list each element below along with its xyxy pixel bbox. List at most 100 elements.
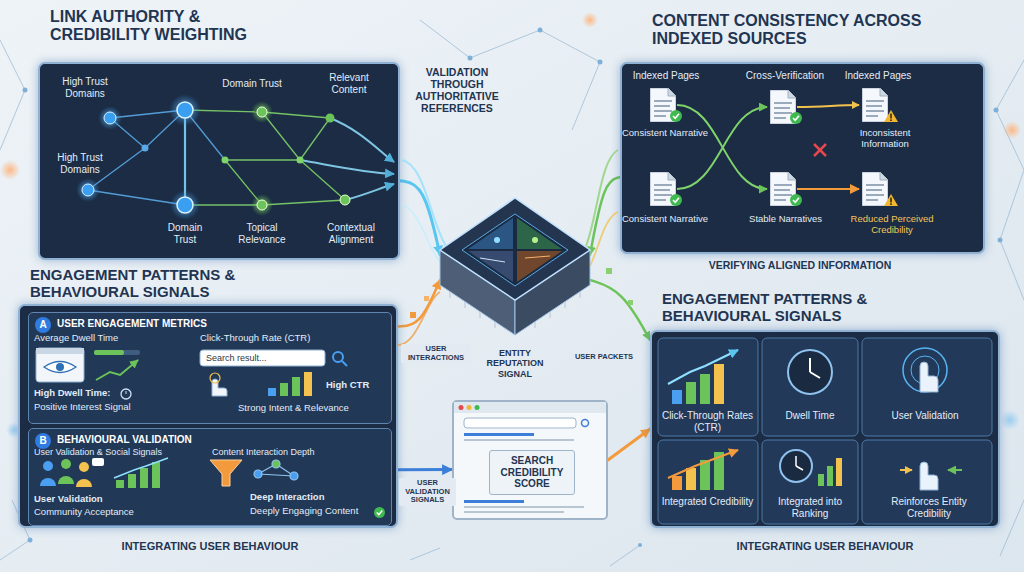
network-dots	[23, 88, 28, 93]
mismatch-cross	[814, 144, 826, 156]
document-icons	[670, 110, 682, 122]
validation-beams	[590, 212, 618, 266]
data-packets	[606, 268, 612, 274]
reinforce-hand	[948, 469, 962, 471]
doc-label: Consistent Narrative	[615, 128, 715, 139]
document-icons	[884, 110, 898, 122]
browser-chrome	[464, 511, 564, 513]
link-graph-nodes	[142, 145, 149, 152]
ctr-chart	[714, 364, 724, 404]
credibility-chart	[668, 450, 738, 478]
graph-label: Contextual Alignment	[312, 222, 390, 245]
network-dots	[468, 56, 473, 61]
link-graph-flows	[345, 184, 394, 200]
section-badge: B	[35, 433, 51, 449]
connector-arrow	[608, 429, 650, 460]
reputation-chip	[517, 218, 562, 249]
data-packets	[628, 300, 633, 305]
chip-pins	[449, 292, 451, 298]
link-graph-edges	[88, 110, 345, 205]
result-tiles	[862, 440, 992, 524]
chip-pins	[450, 292, 580, 328]
interaction-network	[272, 460, 280, 468]
doc-flows	[797, 188, 859, 190]
people-icons	[43, 461, 53, 471]
link-graph-nodes	[257, 107, 267, 117]
tile-label: Integrated Credibility	[660, 496, 755, 508]
reputation-chip	[468, 251, 513, 282]
link-graph-nodes	[340, 195, 350, 205]
search-text: Search result...	[206, 353, 316, 363]
network-dots	[998, 238, 1003, 243]
interaction-network	[254, 470, 262, 478]
interaction-network	[258, 474, 294, 476]
acceptance-chart	[152, 462, 160, 488]
ctr-chart	[700, 374, 710, 404]
ctr-chart	[686, 382, 696, 404]
doc-flows	[677, 105, 767, 189]
connector-label: USER INTERACTIONS	[401, 344, 471, 363]
dwell-clock	[810, 372, 820, 378]
network-dots	[638, 543, 642, 547]
dwell-clock	[788, 350, 832, 394]
validation-beams	[586, 150, 618, 246]
note: VALIDATION THROUGH AUTHORITATIVE REFEREN…	[403, 66, 511, 114]
people-icons	[58, 476, 74, 484]
document-icons	[884, 194, 898, 206]
chip-pins	[494, 322, 496, 328]
metric-label: User Validation & Social Signals	[34, 447, 204, 457]
funnel-icon	[210, 460, 242, 486]
dwell-time-icon	[44, 362, 76, 373]
validation-beams	[402, 205, 440, 262]
interaction-network	[254, 460, 298, 480]
doc-flows	[677, 107, 767, 189]
browser-chrome	[454, 402, 606, 413]
network-dots	[598, 60, 603, 65]
validation-hand	[903, 348, 947, 392]
ctr-bars	[292, 377, 300, 396]
dwell-trend-chart	[94, 350, 140, 355]
dwell-trend-chart	[94, 350, 124, 355]
people-icons	[61, 459, 71, 469]
ranking-clock	[780, 450, 812, 482]
graph-label: High Trust Domains	[45, 152, 115, 175]
network-lines	[610, 545, 640, 566]
ranking-clock	[795, 456, 797, 466]
ranking-clock	[827, 466, 833, 486]
browser-chrome	[464, 433, 534, 436]
doc-label: Stable Narratives	[738, 214, 833, 225]
chip-pins	[479, 312, 481, 318]
ctr-bars	[268, 388, 276, 396]
chip-pins	[549, 312, 551, 318]
network-dots	[23, 28, 1003, 548]
metric-label: High Dwell Time:	[34, 388, 134, 399]
reputation-chip	[517, 251, 562, 282]
search-bar	[200, 350, 325, 366]
data-packets	[410, 312, 416, 318]
link-graph-nodes	[326, 114, 335, 123]
data-packets	[424, 296, 429, 301]
ctr-chart	[668, 350, 738, 404]
node-title: CONTENT CONSISTENCY ACROSS INDEXED SOURC…	[652, 12, 922, 49]
dwell-clock	[809, 358, 811, 372]
network-lines	[0, 40, 25, 150]
doc-flows	[677, 105, 859, 189]
link-graph-edges	[225, 159, 300, 160]
link-graph-nodes	[169, 94, 201, 126]
bokeh-lights	[1003, 121, 1021, 139]
people-icons	[92, 458, 104, 466]
doc-label: Indexed Pages	[842, 70, 914, 82]
browser-chrome	[454, 402, 606, 513]
doc-flows	[797, 105, 859, 107]
link-graph-nodes	[251, 101, 273, 123]
network-dots	[538, 28, 543, 33]
credibility-chart	[686, 468, 696, 490]
browser-chrome	[475, 405, 480, 410]
bokeh-lights	[582, 12, 598, 28]
reputation-chip	[440, 198, 590, 335]
result-tiles	[762, 440, 858, 524]
graph-label: Domain Trust	[212, 78, 292, 90]
link-graph-flows	[300, 160, 394, 174]
doc-label: Reduced Perceived Credibility	[832, 214, 952, 236]
mismatch-cross	[814, 144, 826, 156]
